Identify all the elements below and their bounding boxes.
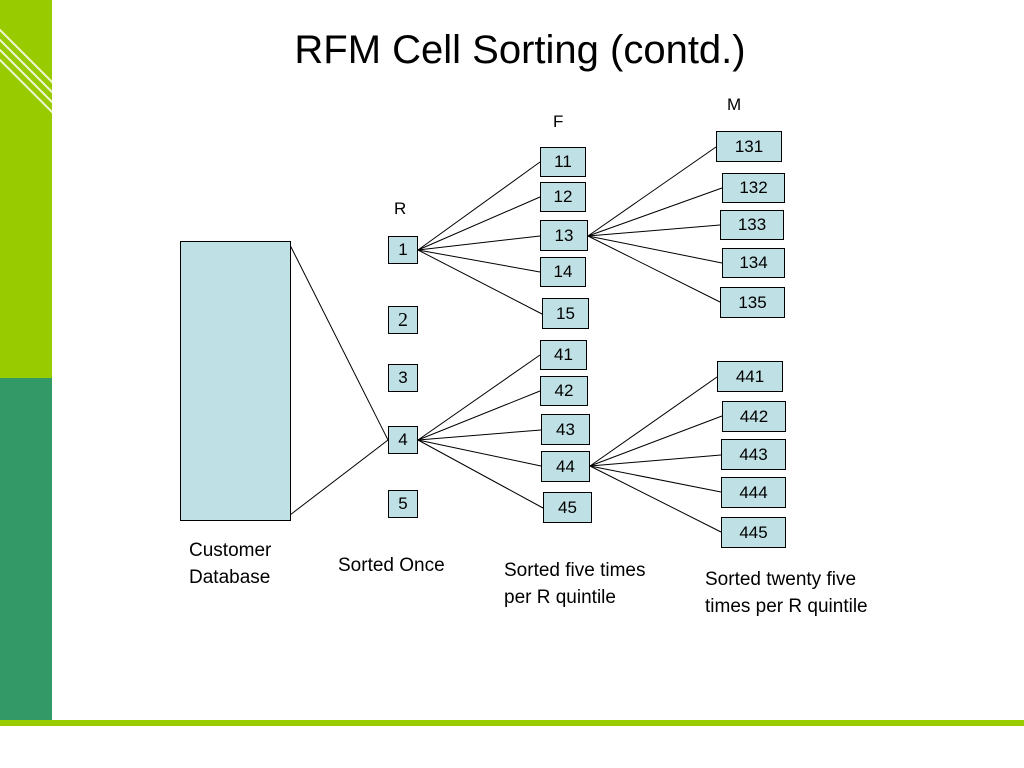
f-cell-41: 41: [540, 340, 587, 370]
m-cell-444: 444: [721, 477, 786, 508]
m-cell-441: 441: [717, 361, 783, 392]
caption-sorted-twenty-five-times: Sorted twenty five times per R quintile: [705, 566, 868, 620]
f-cell-42: 42: [540, 376, 588, 406]
caption-line: times per R quintile: [705, 596, 868, 617]
bottom-accent-line: [0, 720, 1024, 726]
m-cell-135: 135: [720, 287, 785, 318]
m-header: M: [727, 95, 742, 114]
caption-sorted-once: Sorted Once: [338, 555, 445, 576]
left-accent-bar-bottom: [0, 378, 52, 720]
f-cell-14: 14: [540, 257, 586, 287]
f-cell-13: 13: [540, 220, 588, 251]
left-accent-bar-top: [0, 0, 52, 378]
caption-sorted-five-times: Sorted five times per R quintile: [504, 557, 646, 611]
r-header: R: [394, 199, 407, 218]
diagonal-stripes-decoration: [0, 28, 52, 114]
f-cell-45: 45: [543, 492, 592, 523]
f-cell-15: 15: [542, 298, 589, 329]
customer-database-box: [180, 241, 291, 521]
caption-line: Sorted twenty five: [705, 569, 857, 590]
r-cell-4: 4: [388, 426, 418, 454]
m-cell-134: 134: [722, 248, 785, 278]
r-cell-5: 5: [388, 490, 418, 518]
r-cell-3: 3: [388, 364, 418, 392]
f-cell-44: 44: [541, 451, 590, 482]
r-cell-1: 1: [388, 236, 418, 264]
m-cell-442: 442: [722, 401, 786, 432]
caption-customer-database: Customer Database: [189, 537, 271, 591]
caption-line: Database: [189, 567, 271, 588]
m-cell-445: 445: [721, 517, 786, 548]
caption-line: Customer: [189, 540, 272, 561]
f-cell-43: 43: [541, 414, 590, 445]
f-cell-12: 12: [540, 182, 586, 212]
page-title: RFM Cell Sorting (contd.): [294, 28, 746, 72]
r-cell-2: 2: [388, 306, 418, 334]
m-cell-131: 131: [716, 131, 782, 162]
caption-line: Sorted five times: [504, 560, 646, 581]
caption-line: per R quintile: [504, 587, 616, 608]
f-cell-11: 11: [540, 147, 586, 177]
m-cell-133: 133: [720, 210, 784, 240]
f-header: F: [553, 112, 564, 131]
m-cell-132: 132: [722, 173, 785, 203]
m-cell-443: 443: [721, 439, 786, 470]
